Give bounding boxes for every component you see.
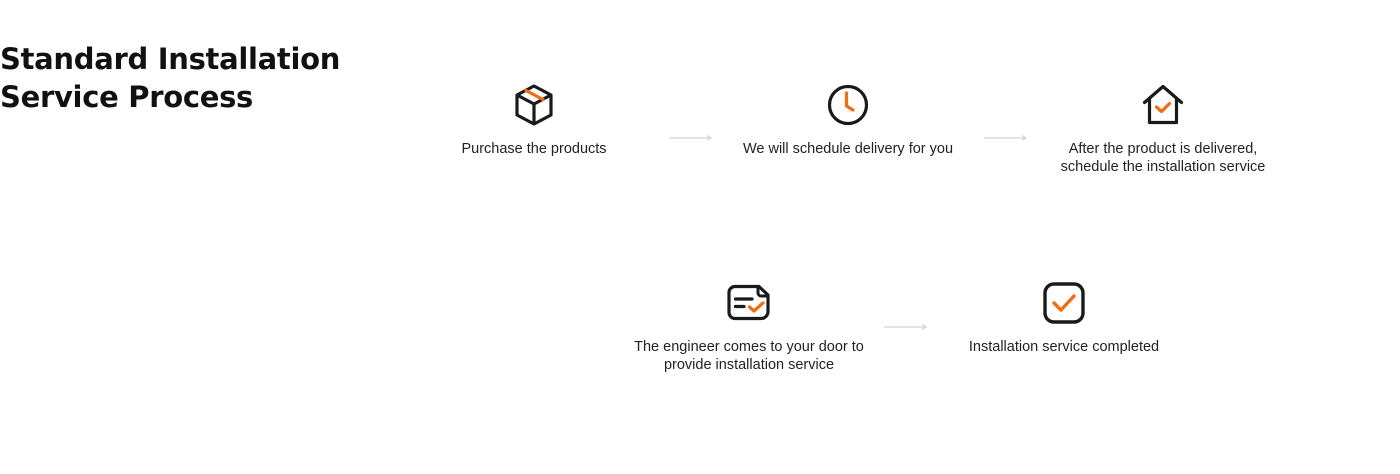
step-label: The engineer comes to your door to provi… [634, 339, 864, 373]
flow-arrow [884, 323, 928, 331]
step-installation-scheduling: After the product is delivered, schedule… [1033, 82, 1293, 176]
step-delivery: We will schedule delivery for you [718, 82, 978, 158]
step-label: Installation service completed [968, 339, 1160, 355]
box-icon [511, 82, 557, 128]
house-check-icon [1140, 82, 1186, 128]
clock-icon [825, 82, 871, 128]
page-title: Standard Installation Service Process [0, 40, 360, 116]
step-engineer-visit: The engineer comes to your door to provi… [619, 280, 879, 374]
step-label: After the product is delivered, schedule… [1060, 141, 1266, 175]
document-check-icon [726, 280, 772, 326]
step-completed: Installation service completed [934, 280, 1194, 356]
flow-arrow [669, 134, 713, 142]
step-label: Purchase the products [461, 141, 607, 157]
flow-arrow [984, 134, 1028, 142]
step-purchase: Purchase the products [404, 82, 664, 158]
step-label: We will schedule delivery for you [742, 141, 954, 157]
title-line-1: Standard Installation [0, 42, 341, 76]
title-line-2: Service Process [0, 80, 254, 114]
checkbox-icon [1041, 280, 1087, 326]
